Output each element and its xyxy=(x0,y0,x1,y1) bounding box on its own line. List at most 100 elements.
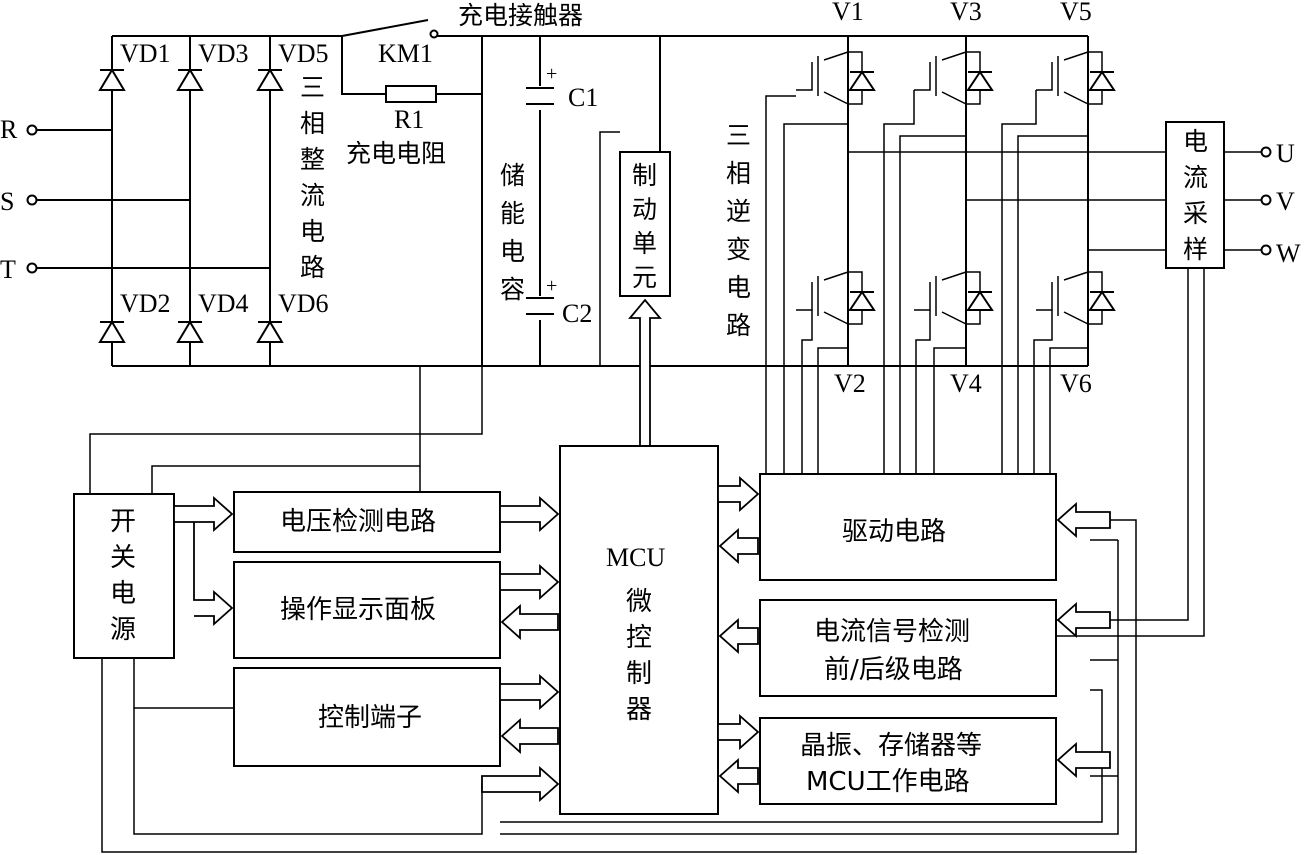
terminal-r-label: R xyxy=(0,115,18,144)
igbt-v1-label: V1 xyxy=(832,0,864,26)
mcu-title: MCU xyxy=(606,543,665,572)
operation-panel-label: 操作显示面板 xyxy=(280,595,436,625)
igbt-v5 xyxy=(1036,51,1116,105)
capacitor-c2-plus: + xyxy=(546,275,557,297)
diode-vd5-label: VD5 xyxy=(278,39,329,68)
svg-text:器: 器 xyxy=(626,695,652,725)
svg-text:微: 微 xyxy=(626,587,652,617)
charging-contactor-name: 充电接触器 xyxy=(458,1,583,30)
igbt-v2-label: V2 xyxy=(834,369,866,398)
igbt-switches xyxy=(796,51,1116,325)
svg-text:三: 三 xyxy=(726,121,751,150)
svg-text:能: 能 xyxy=(500,199,525,228)
svg-text:逆: 逆 xyxy=(726,197,751,226)
svg-text:源: 源 xyxy=(110,615,136,645)
capacitor-c2-label: C2 xyxy=(562,299,592,328)
rectifier-title: 三 相 整 流 电 路 xyxy=(300,73,325,282)
charging-resistor-name: 充电电阻 xyxy=(346,139,446,168)
svg-text:储: 储 xyxy=(500,161,525,190)
svg-text:容: 容 xyxy=(500,275,525,304)
svg-text:整: 整 xyxy=(300,145,325,174)
drive-circuit-box xyxy=(759,473,1057,581)
brake-control-arrow xyxy=(628,298,662,446)
svg-text:元: 元 xyxy=(632,263,657,292)
igbt-v4 xyxy=(914,271,994,325)
terminal-v-label: V xyxy=(1276,187,1295,216)
capacitor-c1 xyxy=(526,87,554,105)
svg-text:控: 控 xyxy=(626,623,652,653)
igbt-v1 xyxy=(796,51,876,105)
svg-text:开: 开 xyxy=(110,507,136,537)
control-terminal-box xyxy=(233,667,501,767)
switch-power-box xyxy=(73,493,175,659)
svg-text:单: 单 xyxy=(632,229,657,258)
diode-vd1-label: VD1 xyxy=(120,39,171,68)
mcu-support-line2: MCU工作电路 xyxy=(806,767,970,797)
charging-contactor xyxy=(341,19,439,39)
inverter-title: 三 相 逆 变 电 路 xyxy=(726,121,751,340)
switch-power-title: 开 关 电 源 xyxy=(110,507,136,645)
svg-text:电: 电 xyxy=(1183,127,1208,156)
gate-drive-wires xyxy=(765,90,1088,474)
svg-text:电: 电 xyxy=(110,579,136,609)
capacitor-title: 储 能 电 容 xyxy=(500,161,525,304)
svg-text:三: 三 xyxy=(300,73,325,102)
svg-text:路: 路 xyxy=(300,253,325,282)
current-sampling-box xyxy=(1165,121,1225,269)
svg-text:制: 制 xyxy=(632,161,657,190)
svg-text:制: 制 xyxy=(626,659,652,689)
terminal-s-label: S xyxy=(0,187,14,216)
mcu-chars: 微 控 制 器 xyxy=(626,587,652,725)
igbt-v2 xyxy=(796,271,876,325)
mcu-support-line1: 晶振、存储器等 xyxy=(800,731,982,761)
brake-unit-box xyxy=(619,151,671,297)
svg-text:路: 路 xyxy=(726,311,751,340)
igbt-v6-label: V6 xyxy=(1060,369,1092,398)
svg-text:关: 关 xyxy=(110,543,136,573)
svg-text:电: 电 xyxy=(500,237,525,266)
current-detect-line1: 电流信号检测 xyxy=(814,617,970,647)
operation-panel-box xyxy=(233,561,501,659)
current-detect-box xyxy=(759,599,1057,697)
capacitor-c1-label: C1 xyxy=(568,83,598,112)
svg-text:流: 流 xyxy=(300,181,325,210)
control-terminal-label: 控制端子 xyxy=(318,703,422,733)
igbt-v4-label: V4 xyxy=(950,369,982,398)
charging-contactor-label: KM1 xyxy=(378,39,433,68)
svg-text:相: 相 xyxy=(300,109,325,138)
terminal-u-label: U xyxy=(1276,139,1295,168)
terminal-t-label: T xyxy=(0,255,16,284)
current-detect-line2: 前/后级电路 xyxy=(824,655,963,685)
diode-vd4-label: VD4 xyxy=(198,289,249,318)
svg-text:电: 电 xyxy=(726,273,751,302)
svg-text:样: 样 xyxy=(1183,235,1208,264)
terminal-w-label: W xyxy=(1276,239,1301,268)
svg-text:相: 相 xyxy=(726,159,751,188)
svg-text:变: 变 xyxy=(726,235,751,264)
diode-vd2-label: VD2 xyxy=(120,289,171,318)
voltage-detect-label: 电压检测电路 xyxy=(280,507,436,537)
capacitor-c1-plus: + xyxy=(546,63,557,85)
charging-resistor-label: R1 xyxy=(394,105,424,134)
brake-unit-title: 制 动 单 元 xyxy=(632,161,657,292)
diode-vd6-label: VD6 xyxy=(278,289,329,318)
diode-vd3-label: VD3 xyxy=(198,39,249,68)
igbt-v6 xyxy=(1036,271,1116,325)
igbt-v5-label: V5 xyxy=(1060,0,1092,26)
current-sample-wires xyxy=(1056,268,1205,637)
mcu-box xyxy=(559,445,719,815)
igbt-v3-label: V3 xyxy=(950,0,982,26)
rectifier-diodes xyxy=(98,68,284,343)
svg-text:流: 流 xyxy=(1183,163,1208,192)
voltage-detect-box xyxy=(233,491,501,553)
svg-text:电: 电 xyxy=(300,217,325,246)
svg-text:动: 动 xyxy=(632,195,657,224)
svg-text:采: 采 xyxy=(1183,199,1208,228)
mcu-support-box xyxy=(759,717,1057,805)
charging-resistor xyxy=(385,85,437,103)
current-sampling-title: 电 流 采 样 xyxy=(1183,127,1208,264)
block-arrows xyxy=(173,475,1111,803)
capacitor-c2 xyxy=(526,297,554,315)
drive-circuit-label: 驱动电路 xyxy=(842,517,946,547)
